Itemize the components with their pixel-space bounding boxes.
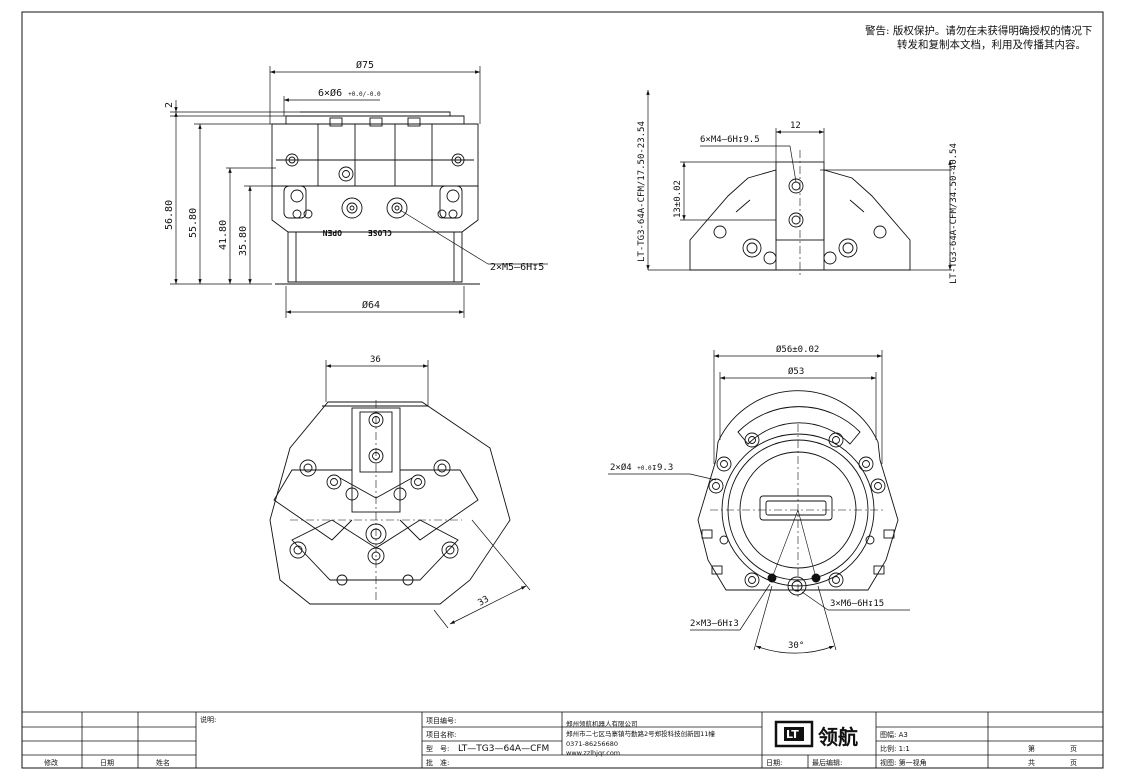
copyright-warning: 警告: 版权保护。请勿在未获得明确授权的情况下 转发和复制本文档，利用及传播其内…	[865, 24, 1115, 52]
model-value: LT—TG3—64A—CFM	[458, 744, 549, 754]
col-date: 日期	[100, 759, 114, 767]
front-view-labels: Ø75 Ø64 6×Ø6 +0.0/-0.0 56.80 55.80 41.80…	[164, 59, 544, 311]
dim-m6: 3×M6—6H↧15	[830, 599, 884, 609]
dim-height-41-80: 41.80	[218, 220, 229, 250]
dim-m3: 2×M3—6H↧3	[690, 619, 739, 629]
depth-symbol: ↧	[652, 463, 657, 473]
depth-symbol: ↧	[738, 135, 743, 145]
title-block	[21, 711, 1104, 769]
drawing-frame	[21, 11, 1104, 769]
company-phone: 0371-86256680	[566, 740, 618, 748]
depth-symbol: ↧	[728, 619, 733, 629]
dim-port-thread: 2×M5—6H↧5	[490, 262, 544, 273]
side-view-dims	[646, 90, 952, 271]
approve-label: 批 准:	[426, 758, 449, 767]
col-modify: 修改	[44, 758, 58, 767]
last-edit-label: 最后编辑:	[812, 758, 842, 767]
warning-label: 警告:	[865, 25, 890, 37]
page-gong: 共	[1028, 758, 1035, 767]
bottom-view	[697, 390, 899, 600]
dim-height-55-80: 55.80	[188, 208, 199, 238]
dim-33: 33	[477, 595, 491, 609]
diameter-symbol: Ø	[330, 87, 336, 99]
description-label: 说明:	[200, 715, 216, 724]
project-no-label: 项目编号:	[426, 716, 456, 725]
front-view	[271, 111, 480, 285]
front-view-dims	[170, 66, 548, 318]
page-ye-2: 页	[1070, 759, 1077, 767]
dim-diameter-75: Ø75	[356, 59, 374, 71]
col-name: 姓名	[156, 758, 170, 767]
date-label: 日期:	[766, 759, 782, 767]
dim-36: 36	[370, 355, 381, 365]
company-website: www.zzlhjqr.com	[566, 749, 620, 757]
dim-height-56-80: 56.80	[164, 200, 175, 230]
page-ye: 页	[1070, 745, 1077, 753]
title-block-text: 说明: 修改 日期 姓名 项目编号: 项目名称: 型 号: LT—TG3—64A…	[44, 715, 1077, 767]
dim-holes-6x: 6×Ø6 +0.0/-0.0	[318, 87, 381, 99]
diameter-symbol: Ø	[356, 59, 362, 71]
dim-diameter-53: Ø53	[788, 366, 804, 377]
project-name-label: 项目名称:	[426, 730, 456, 739]
logo-text: 领航	[818, 725, 858, 749]
scale: 比例: 1:1	[880, 744, 910, 753]
page-di: 第	[1028, 744, 1035, 753]
top-view-dims	[325, 360, 531, 629]
top-view	[269, 400, 511, 605]
dim-height-35-80: 35.80	[238, 226, 249, 256]
logo-mark: LT	[786, 728, 799, 741]
port-close-label: CLOSE	[368, 228, 392, 237]
diameter-symbol: Ø	[788, 366, 794, 377]
warning-line-2: 转发和复制本文档，利用及传播其内容。	[897, 39, 1086, 51]
port-open-label: OPEN	[323, 228, 342, 237]
company-logo: LT 领航	[774, 720, 858, 749]
stroke-label-1: LT-TG3-64A-CFM/17.50-23.54	[637, 121, 647, 262]
depth-symbol: ↧	[868, 599, 873, 609]
view-projection: 视图: 第一视角	[880, 758, 927, 767]
side-view-labels: LT-TG3-64A-CFM/17.50-23.54 LT-TG3-64A-CF…	[637, 121, 959, 284]
company-name: 郑州领航机器人有限公司	[566, 719, 638, 728]
diameter-symbol: Ø	[776, 344, 782, 355]
warning-line-1: 版权保护。请勿在未获得明确授权的情况下	[892, 25, 1093, 37]
dim-jaw-height: 13±0.02	[673, 180, 683, 218]
bottom-view-dims	[608, 350, 910, 654]
dim-pin-holes: 2×Ø4 +0.0↧9.3	[610, 462, 673, 473]
depth-symbol: ↧	[532, 262, 538, 273]
side-view	[689, 150, 911, 276]
sheet-size: 图幅: A3	[880, 730, 908, 739]
dim-small-2: 2	[164, 102, 175, 108]
dim-diameter-56: Ø56±0.02	[776, 344, 819, 355]
dim-angle-30: 30°	[788, 641, 804, 651]
company-address: 郑州市二七区马寨镇芍勤路2号郑投科技创新园11幢	[566, 729, 715, 738]
diameter-symbol: Ø	[621, 462, 627, 473]
diameter-symbol: Ø	[362, 299, 368, 311]
stroke-label-2: LT-TG3-64A-CFM/34.50-40.54	[949, 143, 959, 284]
dim-jaw-thread: 6×M4—6H↧9.5	[700, 135, 760, 145]
model-label: 型 号:	[426, 744, 449, 753]
dim-diameter-64: Ø64	[362, 299, 380, 311]
bottom-view-labels: Ø56±0.02 Ø53 2×Ø4 +0.0↧9.3 2×M3—6H↧3 3×M…	[610, 344, 884, 651]
dim-jaw-width: 12	[790, 121, 801, 131]
top-view-labels: 36 33	[370, 355, 491, 609]
